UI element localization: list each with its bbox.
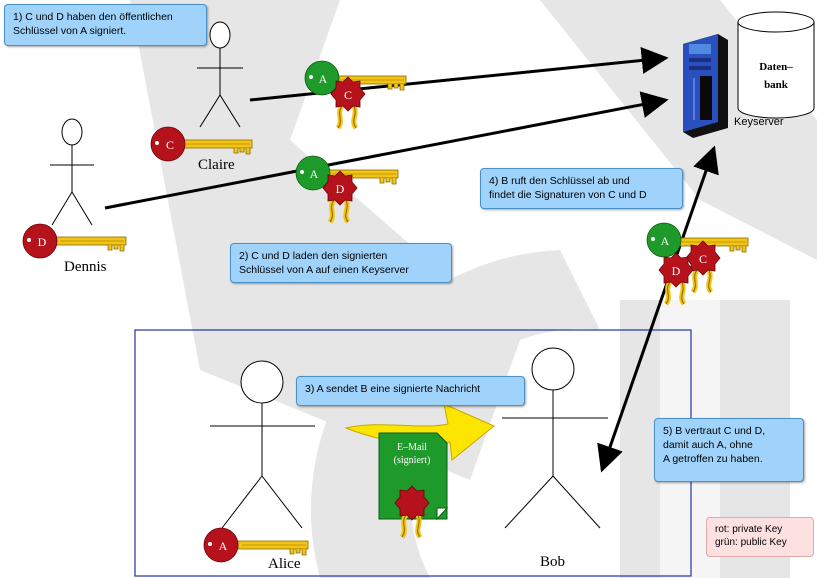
- seal-letter-c: C: [699, 252, 707, 266]
- database-label-line1: Daten–: [759, 61, 793, 73]
- signed-key-a-by-c-and-d: A C D: [646, 222, 749, 304]
- arrow-server-bob: [597, 145, 719, 473]
- claire-key-letter: C: [166, 138, 174, 152]
- note-step-4: 4) B ruft den Schlüssel ab und findet di…: [480, 168, 683, 209]
- key-letter-a: A: [310, 167, 319, 181]
- bob-figure: [502, 347, 608, 529]
- alice-figure: [210, 360, 315, 529]
- dennis-label: Dennis: [64, 259, 107, 275]
- signed-key-a-by-c: A C: [304, 60, 407, 128]
- seal-letter-d: D: [336, 182, 345, 196]
- legend: rot: private Key grün: public Key: [706, 517, 814, 557]
- alice-private-key: A: [203, 527, 309, 563]
- key-letter-a: A: [661, 234, 670, 248]
- note-step-5: 5) B vertraut C und D, damit auch A, ohn…: [654, 418, 804, 482]
- key-letter-a: A: [319, 72, 328, 86]
- dennis-key-letter: D: [38, 235, 47, 249]
- email-label-line2: (signiert): [393, 455, 431, 466]
- email-label: E–Mail (signiert): [382, 441, 442, 467]
- note-step-1: 1) C und D haben den öffentlichen Schlüs…: [4, 4, 207, 46]
- signed-key-a-by-d: A D: [295, 155, 399, 222]
- seal-letter-d: D: [672, 264, 681, 278]
- claire-private-key: C: [150, 126, 253, 162]
- keyserver-label: Keyserver: [734, 116, 784, 128]
- dennis-private-key: D: [22, 223, 127, 259]
- database-label: Daten– bank: [746, 58, 806, 94]
- note-step-2: 2) C und D laden den signierten Schlüsse…: [230, 243, 452, 283]
- claire-label: Claire: [198, 157, 235, 173]
- email-label-line1: E–Mail: [397, 442, 427, 453]
- arrow-dennis-to-server: [104, 91, 669, 210]
- database-icon: [737, 11, 815, 119]
- alice-label: Alice: [268, 556, 301, 572]
- note-step-3: 3) A sendet B eine signierte Nachricht: [296, 376, 525, 406]
- seal-letter-c: C: [344, 88, 352, 102]
- alice-key-letter: A: [219, 539, 228, 553]
- database-label-line2: bank: [764, 79, 788, 91]
- signed-email-document-icon: [378, 432, 449, 537]
- bob-label: Bob: [540, 554, 566, 570]
- server-tower-icon: [683, 34, 728, 138]
- dennis-figure: [50, 118, 94, 226]
- claire-figure: [197, 21, 243, 128]
